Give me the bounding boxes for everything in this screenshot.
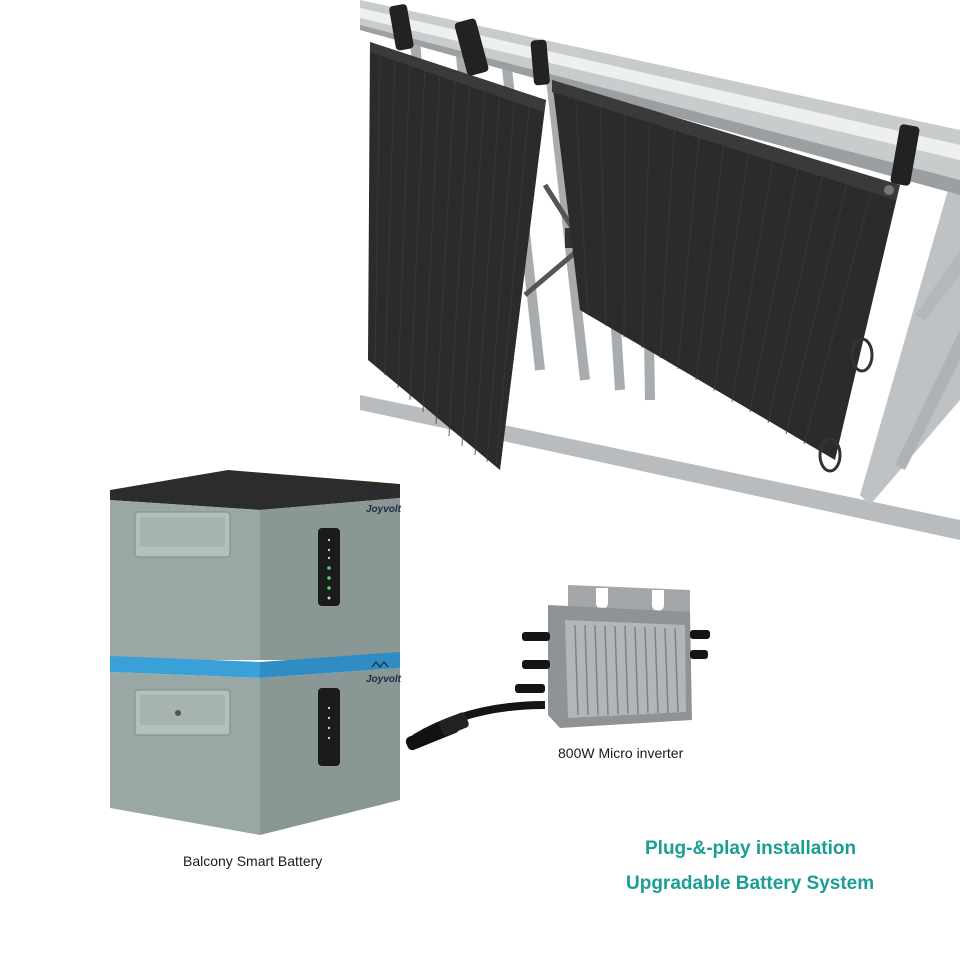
brand-logo-bottom: Joyvolt	[366, 661, 402, 685]
battery-caption: Balcony Smart Battery	[183, 853, 323, 869]
connector-cable	[405, 701, 546, 751]
tagline-plug-and-play: Plug-&-play installation	[645, 838, 857, 859]
brand-name-bottom: Joyvolt	[366, 674, 402, 685]
brand-name-top: Joyvolt	[366, 504, 402, 515]
tagline-upgradable-battery: Upgradable Battery System	[626, 873, 875, 894]
brand-logo-top: Joyvolt	[366, 491, 402, 515]
solar-panel-right	[552, 80, 900, 473]
battery-bottom-module: Joyvolt	[110, 661, 402, 835]
solar-panel-left	[368, 42, 546, 470]
battery-accent-band	[110, 652, 400, 678]
battery-top-module: Joyvolt	[110, 470, 402, 660]
micro-inverter	[515, 585, 710, 728]
inverter-caption: 800W Micro inverter	[558, 745, 684, 761]
